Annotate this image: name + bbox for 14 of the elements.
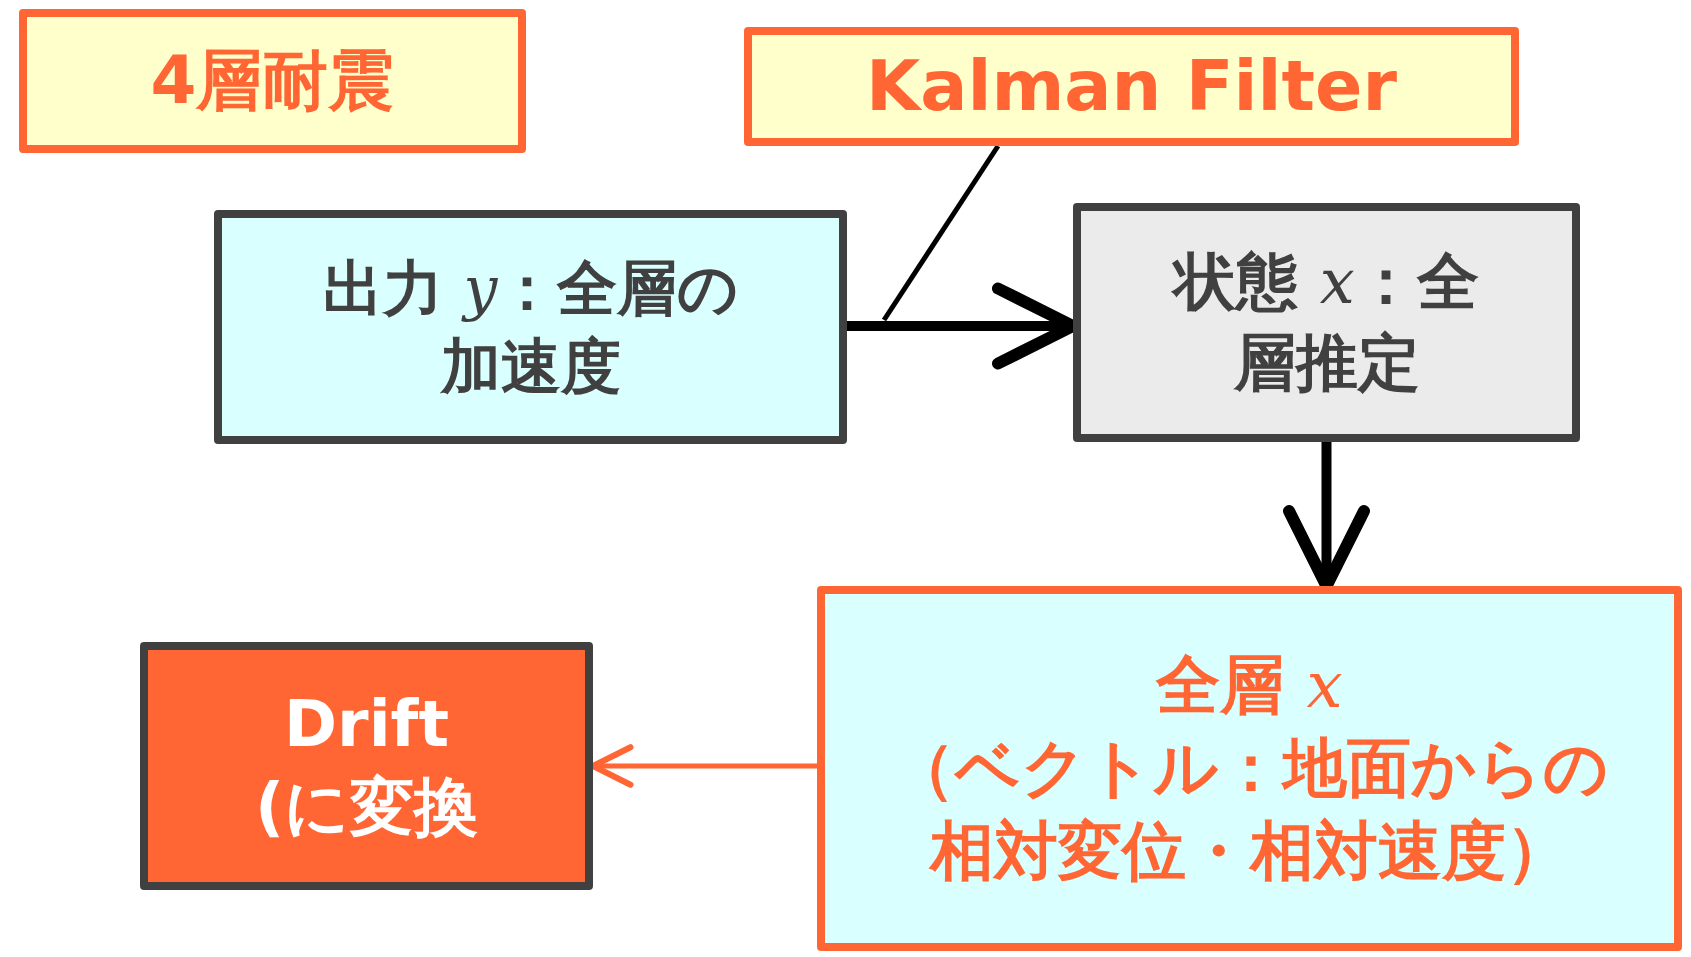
title-box	[19, 9, 526, 153]
node-label: 全層 x	[1156, 646, 1343, 724]
node-label: 出力 y：全層の加速度	[321, 252, 740, 403]
node-label: Kalman Filter	[865, 44, 1398, 129]
node-description: （ベクトル：地面からの相対変位・相対速度）	[889, 729, 1610, 891]
node-label: 状態 x：全層推定	[1166, 241, 1487, 404]
result-box	[817, 586, 1682, 951]
output-box	[140, 642, 593, 890]
leader-line	[881, 144, 1001, 322]
process-box	[1073, 203, 1580, 442]
process-box	[214, 210, 847, 444]
node-label: Drift (に変換	[253, 685, 480, 846]
node-label: 4層耐震	[150, 41, 395, 122]
filter-box	[744, 27, 1519, 146]
